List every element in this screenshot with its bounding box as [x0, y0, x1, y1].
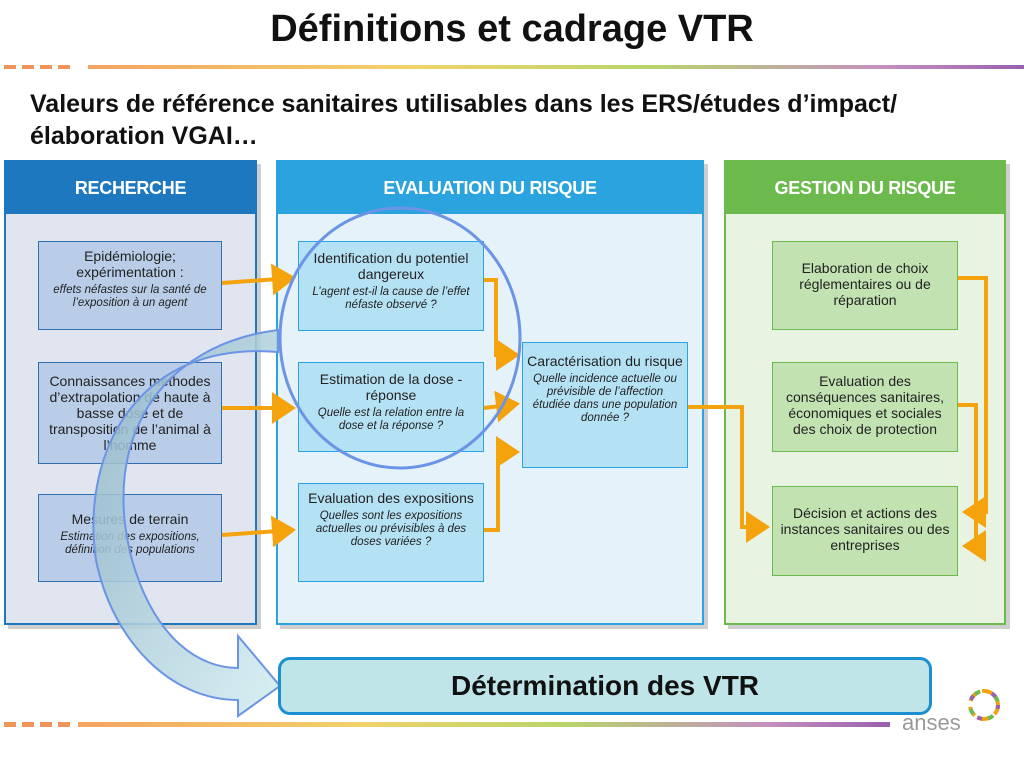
- box-detail: Quelles sont les expositions actuelles o…: [315, 510, 467, 548]
- result-vtr-box: Détermination des VTR: [278, 657, 932, 715]
- box-title: Evaluation des conséquences sanitaires, …: [786, 373, 944, 437]
- box-title: Elaboration de choix réglementaires ou d…: [799, 260, 931, 308]
- box-title: Connaissances méthodes d’extrapolation d…: [49, 373, 211, 453]
- recherche-box-epidemiologie: Epidémiologie; expérimentation : effets …: [38, 241, 222, 330]
- evaluation-box-identification: Identification du potentiel dangereux L’…: [298, 241, 484, 331]
- panel-recherche-title: RECHERCHE: [6, 162, 255, 214]
- box-title: Estimation de la dose -réponse: [319, 371, 463, 403]
- evaluation-box-dose-reponse: Estimation de la dose -réponse Quelle es…: [298, 362, 484, 452]
- box-title: Evaluation des expositions: [308, 490, 474, 506]
- panel-evaluation-title: EVALUATION DU RISQUE: [278, 162, 702, 214]
- evaluation-box-caracterisation: Caractérisation du risque Quelle inciden…: [522, 342, 688, 468]
- box-detail: Estimation des expositions, définition d…: [60, 531, 200, 556]
- box-title: Caractérisation du risque: [527, 353, 683, 369]
- box-title: Epidémiologie; expérimentation :: [76, 248, 184, 280]
- box-title: Décision et actions des instances sanita…: [780, 505, 950, 553]
- evaluation-box-expositions: Evaluation des expositions Quelles sont …: [298, 483, 484, 582]
- recherche-box-connaissances: Connaissances méthodes d’extrapolation d…: [38, 362, 222, 464]
- box-title: Identification du potentiel dangereux: [313, 250, 469, 282]
- box-detail: Quelle incidence actuelle ou prévisible …: [532, 373, 678, 424]
- box-detail: L’agent est-il la cause de l’effet néfas…: [312, 286, 470, 311]
- box-detail: effets néfastes sur la santé de l’exposi…: [53, 284, 207, 309]
- subtitle: Valeurs de référence sanitaires utilisab…: [30, 90, 898, 150]
- top-rule: [4, 65, 1024, 69]
- box-title: Mesures de terrain: [71, 511, 189, 527]
- recherche-box-mesures: Mesures de terrain Estimation des exposi…: [38, 494, 222, 582]
- gestion-box-decision: Décision et actions des instances sanita…: [772, 486, 958, 576]
- anses-logo-text: anses: [902, 710, 961, 735]
- panel-gestion-title: GESTION DU RISQUE: [726, 162, 1004, 214]
- box-detail: Quelle est la relation entre la dose et …: [317, 407, 465, 432]
- gestion-box-consequences: Evaluation des conséquences sanitaires, …: [772, 362, 958, 452]
- page-title: Définitions et cadrage VTR: [270, 8, 754, 50]
- gestion-box-elaboration: Elaboration de choix réglementaires ou d…: [772, 241, 958, 330]
- bottom-rule: [4, 722, 890, 727]
